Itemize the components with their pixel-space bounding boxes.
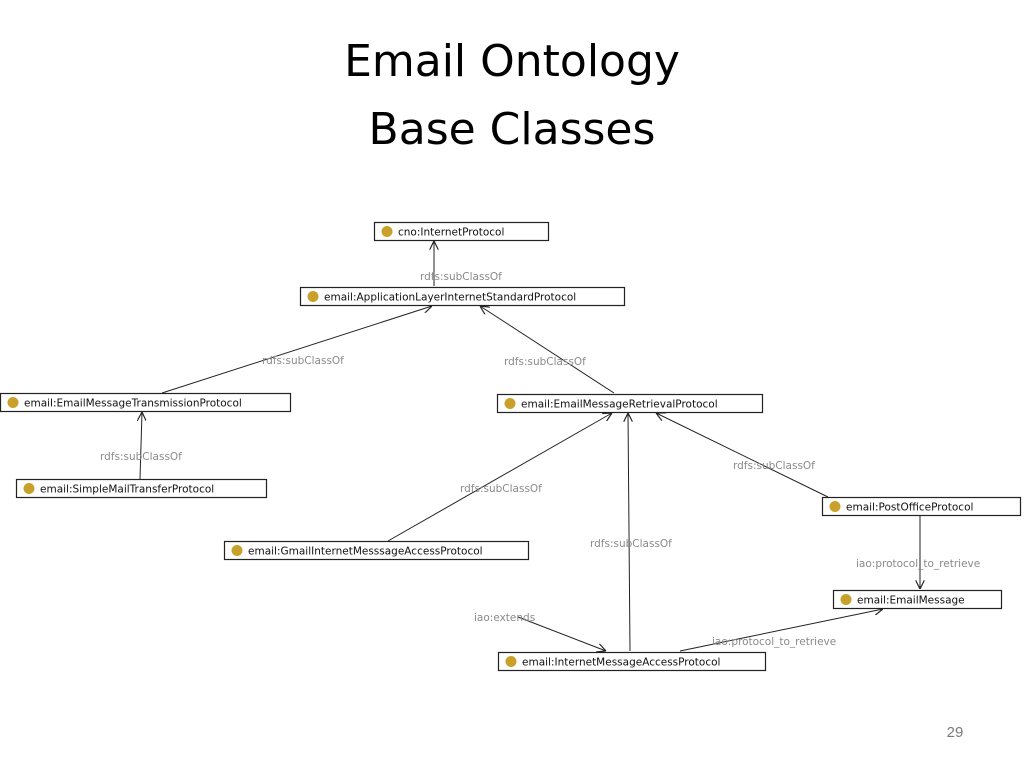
class-circle-icon xyxy=(381,226,393,237)
class-node-label: email:ApplicationLayerInternetStandardPr… xyxy=(324,292,576,304)
edge-imap-to-retrieval xyxy=(628,413,630,652)
edge-label: rdfs:subClassOf xyxy=(504,356,586,368)
class-node-retrieval[interactable]: email:EmailMessageRetrievalProtocol xyxy=(496,393,764,414)
class-node-box xyxy=(15,478,268,499)
class-circle-icon xyxy=(504,398,516,409)
class-node-gmail-imap[interactable]: email:GmailInternetMesssageAccessProtoco… xyxy=(223,540,530,561)
class-node-label: cno:InternetProtocol xyxy=(398,227,504,239)
edge-label: rdfs:subClassOf xyxy=(590,538,672,550)
class-node-app-layer[interactable]: email:ApplicationLayerInternetStandardPr… xyxy=(299,286,626,307)
class-node-box xyxy=(373,221,550,242)
class-node-transmission[interactable]: email:EmailMessageTransmissionProtocol xyxy=(0,392,292,413)
nodes-layer: cno:InternetProtocol email:ApplicationLay… xyxy=(0,221,1022,672)
slide-title-line-2: Base Classes xyxy=(368,104,656,155)
class-node-box xyxy=(497,651,767,672)
edge-label: rdfs:subClassOf xyxy=(733,460,815,472)
class-node-box xyxy=(496,393,764,414)
edge-label: rdfs:subClassOf xyxy=(100,451,182,463)
class-circle-icon xyxy=(840,594,852,605)
class-node-imap[interactable]: email:InternetMessageAccessProtocol xyxy=(497,651,767,672)
edge-labels-layer: rdfs:subClassOf rdfs:subClassOf rdfs:subCl… xyxy=(100,271,980,648)
class-node-label: email:PostOfficeProtocol xyxy=(846,502,973,514)
class-node-label: email:EmailMessageTransmissionProtocol xyxy=(24,398,242,410)
class-node-label: email:GmailInternetMesssageAccessProtoco… xyxy=(248,546,483,558)
class-node-box xyxy=(821,496,1022,517)
edge-label: iao:protocol_to_retrieve xyxy=(712,636,836,648)
edge-label: iao:protocol_to_retrieve xyxy=(856,558,980,570)
class-node-box xyxy=(299,286,626,307)
edges-layer xyxy=(140,241,920,651)
class-node-label: email:EmailMessage xyxy=(857,595,965,607)
class-circle-icon xyxy=(231,545,243,556)
edge-label: iao:extends xyxy=(474,612,535,624)
edge-label: rdfs:subClassOf xyxy=(420,271,502,283)
class-circle-icon xyxy=(307,291,319,302)
class-node-smtp[interactable]: email:SimpleMailTransferProtocol xyxy=(15,478,268,499)
edge-transmission-to-app_layer xyxy=(161,306,432,394)
class-node-box xyxy=(223,540,530,561)
class-circle-icon xyxy=(505,656,517,667)
edge-imap-to-email_message xyxy=(679,609,883,652)
class-node-label: email:InternetMessageAccessProtocol xyxy=(522,657,720,669)
edge-gmail_imap-to-imap xyxy=(517,616,606,651)
class-node-box xyxy=(0,392,292,413)
edge-retrieval-to-app_layer xyxy=(480,306,615,394)
class-node-label: email:SimpleMailTransferProtocol xyxy=(40,484,214,496)
edge-smtp-to-transmission xyxy=(140,412,142,480)
class-node-label: email:EmailMessageRetrievalProtocol xyxy=(521,399,718,411)
slide-title-line-1: Email Ontology xyxy=(344,36,680,87)
class-circle-icon xyxy=(829,501,841,512)
class-circle-icon xyxy=(7,397,19,408)
edge-pop-to-retrieval xyxy=(656,413,829,498)
class-node-box xyxy=(832,589,1003,610)
class-node-cno-internet-protocol[interactable]: cno:InternetProtocol xyxy=(373,221,550,242)
class-node-email-message[interactable]: email:EmailMessage xyxy=(832,589,1003,610)
edge-label: rdfs:subClassOf xyxy=(262,355,344,367)
edge-label: rdfs:subClassOf xyxy=(460,483,542,495)
edge-gmail_imap-to-retrieval xyxy=(387,413,612,542)
class-node-pop[interactable]: email:PostOfficeProtocol xyxy=(821,496,1022,517)
class-circle-icon xyxy=(23,483,35,494)
page-number: 29 xyxy=(946,724,964,741)
